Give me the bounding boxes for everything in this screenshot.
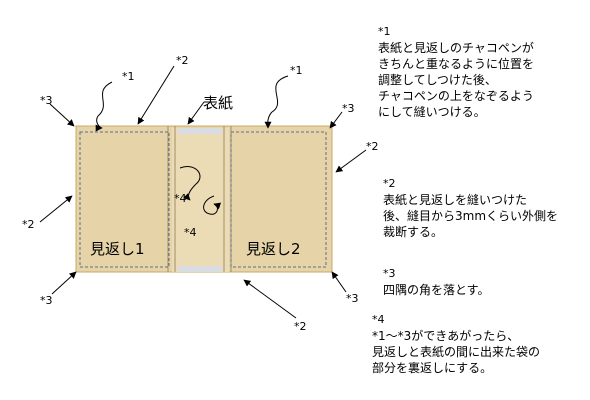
panel-left-label: 見返し1 [90,240,145,258]
note-4-line-3: 部分を裏返しにする。 [372,361,493,375]
marker-3-top-right: *3 [342,102,355,115]
note-2-marker: *2 [383,177,396,190]
marker-2-bottom: *2 [294,320,307,333]
cut-arrow-2-bottom [243,279,297,319]
note-3-line-1: 四隅の角を落とす。 [383,283,490,297]
note-1-line-2: きちんと重なるように位置を [378,57,535,71]
note-4-marker: *4 [372,313,385,326]
marker-2-left: *2 [22,218,35,231]
note-1-line-5: にして縫いつける。 [378,105,486,119]
cut-arrow-2-left [39,195,73,223]
note-2-line-1: 表紙と見返しを縫いつけた [383,193,528,207]
note-3-marker: *3 [383,267,396,280]
stitch-line-right [230,131,327,268]
note-1: *1 表紙と見返しのチャコペンが きちんと重なるように位置を 調整してしつけた後… [378,24,534,120]
cover-center-label: 表紙 [203,94,233,112]
note-2-line-2: 後、縫目から3mmくらい外側を [383,209,559,223]
note-4: *4 *1～*3ができあがったら、 見返しと表紙の間に出来た袋の 部分を裏返しに… [372,312,540,376]
spine-area [172,128,229,272]
note-1-line-1: 表紙と見返しのチャコペンが [378,41,534,55]
note-2-line-3: 裁断する。 [383,225,444,239]
center-label-arrow [187,101,205,125]
spine-light-band-bottom [178,266,222,272]
stitch-arrow-1-left [95,81,113,132]
panel-right-label: 見返し2 [246,240,301,258]
corner-arrow-3-bottom-left [51,271,77,295]
note-1-line-4: チャコペンの上をなぞるよう [378,89,534,103]
marker-2-right: *2 [366,140,379,153]
marker-1-left: *1 [122,70,135,83]
cut-arrow-2-right [335,149,367,173]
note-1-marker: *1 [378,25,391,38]
corner-arrow-3-top-right [329,111,343,129]
marker-3-bottom-right: *3 [346,292,359,305]
marker-2-top: *2 [176,54,189,67]
note-1-line-3: 調整してしつけた後、 [378,73,497,87]
marker-3-bottom-left: *3 [40,294,53,307]
note-4-line-1: *1～*3ができあがったら、 [372,329,520,343]
corner-arrow-3-top-left [49,103,75,127]
marker-1-right: *1 [290,64,303,77]
turn-arrow-4-lower [203,195,222,215]
note-3: *3 四隅の角を落とす。 [383,266,489,298]
marker-4-upper: *4 [174,192,187,205]
corner-arrow-3-bottom-right [331,271,347,293]
marker-3-top-left: *3 [40,94,53,107]
cut-arrow-2-top [137,65,175,125]
stitch-arrow-1-right [264,75,289,129]
stitch-line-left [79,131,170,268]
note-4-line-2: 見返しと表紙の間に出来た袋の [372,345,541,359]
spine-light-band-top [178,128,222,134]
note-2: *2 表紙と見返しを縫いつけた 後、縫目から3mmくらい外側を 裁断する。 [383,176,558,240]
turn-arrow-4-upper [179,166,201,201]
marker-4-lower: *4 [184,226,197,239]
